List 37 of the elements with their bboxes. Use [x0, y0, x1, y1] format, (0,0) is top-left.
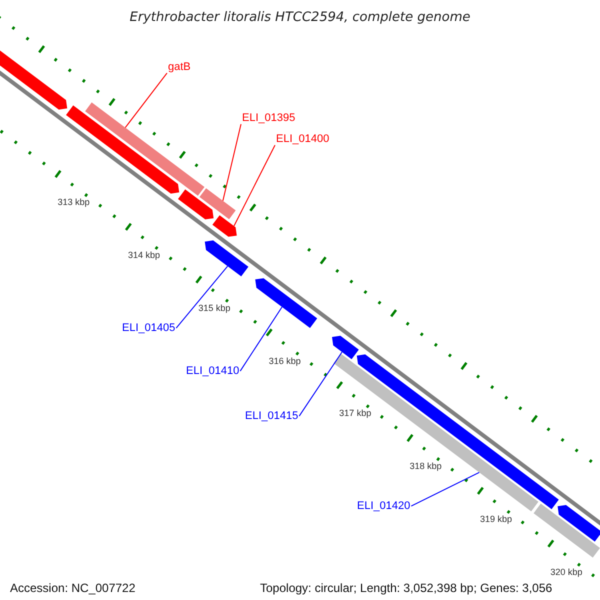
gene-segment [255, 278, 318, 328]
scale-label: 313 kbp [58, 198, 90, 208]
diagram-title: Erythrobacter litoralis HTCC2594, complete genome [128, 10, 472, 25]
gene-segment [204, 240, 248, 276]
scale-label: 319 kbp [480, 515, 512, 525]
leader-line [222, 124, 242, 202]
leader-line [410, 472, 480, 507]
accession-text: Accession: NC_007722 [10, 582, 136, 596]
gene-segment [558, 505, 600, 542]
gene-segment [334, 354, 538, 512]
scale-label: 318 kbp [410, 462, 442, 472]
gene-segment [66, 105, 180, 194]
leader-line [240, 306, 282, 372]
gene-label: ELI_01405 [122, 322, 176, 334]
scale-label: 316 kbp [268, 356, 301, 367]
gene-label: gatB [168, 61, 191, 74]
gene-segment [332, 336, 359, 360]
gene-label: ELI_01400 [276, 133, 330, 146]
gene-label: ELI_01420 [357, 500, 410, 512]
leader-line [298, 352, 342, 417]
gene-label: ELI_01415 [245, 410, 298, 422]
leader-line [176, 266, 228, 329]
leader-line [124, 72, 168, 128]
scale-label: 320 kbp [550, 568, 582, 578]
gene-label: ELI_01395 [242, 112, 296, 124]
gene-segment [212, 215, 237, 237]
scale-label: 317 kbp [339, 409, 372, 420]
gene-label: ELI_01410 [186, 365, 240, 378]
scale-label: 314 kbp [128, 251, 160, 261]
gene-segment [356, 354, 559, 510]
gene-segment [200, 188, 236, 220]
gene-segment [178, 189, 214, 220]
gene-segment [534, 504, 600, 558]
scale-label: 315 kbp [198, 304, 230, 314]
genome-summary-text: Topology: circular; Length: 3,052,398 bp; Genes: 3,056 [260, 582, 552, 596]
leader-line [234, 144, 276, 226]
gene-segment [85, 102, 204, 196]
